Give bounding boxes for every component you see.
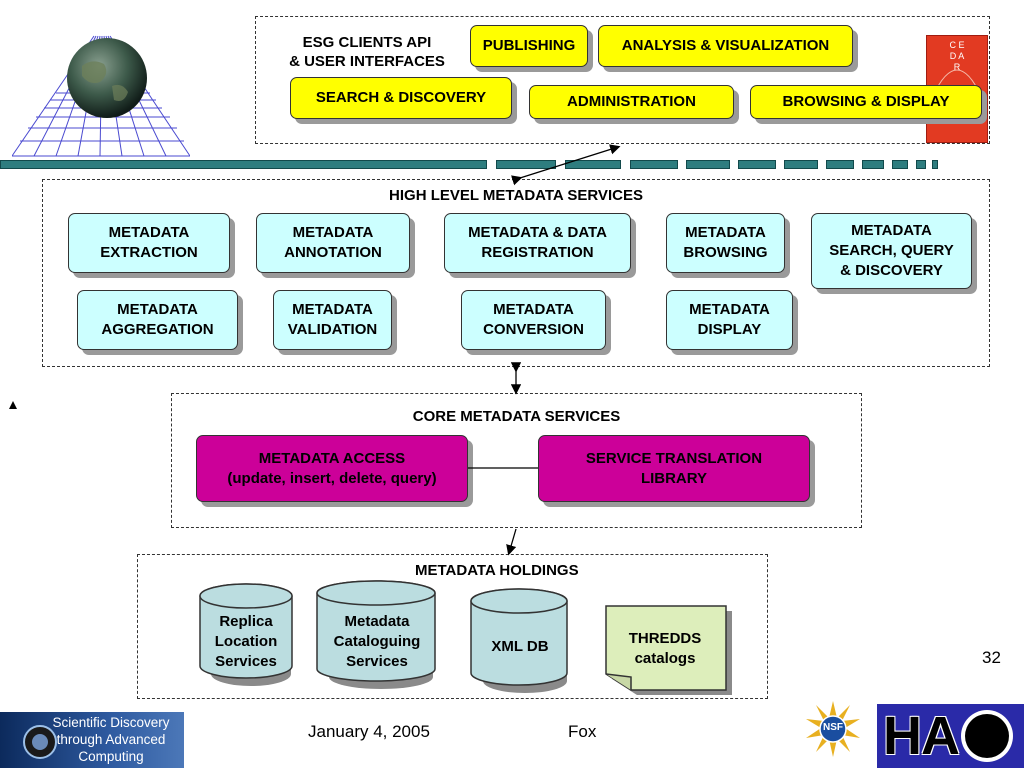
metadata-conversion-box[interactable]: METADATA CONVERSION xyxy=(461,290,606,350)
box-line: METADATA xyxy=(689,301,770,318)
band-segment xyxy=(862,160,884,169)
band-segment xyxy=(686,160,730,169)
footer-author: Fox xyxy=(568,722,597,741)
metadata-search-query-discovery-box[interactable]: METADATA SEARCH, QUERY & DISCOVERY xyxy=(811,213,972,289)
box-line: METADATA xyxy=(292,301,373,318)
box-line: METADATA xyxy=(493,301,574,318)
clients-region xyxy=(255,16,990,144)
metadata-cataloguing-services-db[interactable]: Metadata Cataloguing Services xyxy=(314,579,440,691)
cylinder-label: XML DB xyxy=(491,638,549,655)
box-line: DISPLAY xyxy=(697,321,762,338)
box-line: METADATA xyxy=(108,224,190,241)
core-title: CORE METADATA SERVICES xyxy=(412,408,621,425)
footer-date: January 4, 2005 xyxy=(308,722,430,741)
band-segment xyxy=(932,160,938,169)
document-label: THREDDS catalogs xyxy=(605,629,725,669)
replica-location-services-db[interactable]: Replica Location Services xyxy=(196,582,296,688)
box-line: REGISTRATION xyxy=(481,244,594,261)
box-line: METADATA xyxy=(685,224,766,241)
holdings-region xyxy=(137,554,768,699)
box-line: BROWSING xyxy=(683,244,768,261)
cylinder-line: Cataloguing xyxy=(333,633,421,650)
band-segment xyxy=(892,160,908,169)
clients-label-line1: ESG CLIENTS API xyxy=(302,34,432,51)
band-segment xyxy=(0,160,487,169)
scidac-line: Computing xyxy=(78,749,144,764)
scidac-logo: Scientific Discovery through Advanced Co… xyxy=(0,712,184,768)
band-segment xyxy=(826,160,854,169)
metadata-data-registration-box[interactable]: METADATA & DATA REGISTRATION xyxy=(444,213,631,273)
search-discovery-box[interactable]: SEARCH & DISCOVERY xyxy=(290,77,512,119)
box-line: METADATA xyxy=(292,224,374,241)
analysis-visualization-box[interactable]: ANALYSIS & VISUALIZATION xyxy=(598,25,853,67)
cylinder-line: Services xyxy=(215,653,277,670)
nsf-logo: NSF xyxy=(804,700,862,758)
band-segment xyxy=(630,160,678,169)
box-line: ANNOTATION xyxy=(284,244,382,261)
box-line: & DISCOVERY xyxy=(840,262,943,279)
box-line: CONVERSION xyxy=(483,321,584,338)
publishing-box[interactable]: PUBLISHING xyxy=(470,25,588,67)
box-line: (update, insert, delete, query) xyxy=(227,469,437,487)
cylinder-line: Replica xyxy=(219,613,273,630)
cylinder-line: Metadata xyxy=(344,613,410,630)
box-line: EXTRACTION xyxy=(100,244,198,261)
box-line: METADATA xyxy=(117,301,198,318)
scidac-line: through Advanced xyxy=(56,732,166,747)
browsing-display-box[interactable]: BROWSING & DISPLAY xyxy=(750,85,982,119)
globe-grid-logo xyxy=(11,26,191,158)
band-segment xyxy=(916,160,926,169)
clients-label: ESG CLIENTS API & USER INTERFACES xyxy=(272,33,462,71)
metadata-extraction-box[interactable]: METADATA EXTRACTION xyxy=(68,213,230,273)
thredds-catalogs-document[interactable]: THREDDS catalogs xyxy=(605,605,733,697)
metadata-display-box[interactable]: METADATA DISPLAY xyxy=(666,290,793,350)
metadata-access-box[interactable]: METADATA ACCESS (update, insert, delete,… xyxy=(196,435,468,502)
box-line: METADATA ACCESS xyxy=(258,449,406,467)
box-line: LIBRARY xyxy=(640,469,708,487)
band-segment xyxy=(496,160,556,169)
cylinder-line: Services xyxy=(346,653,408,670)
box-line: METADATA & DATA xyxy=(468,224,607,241)
document-line: catalogs xyxy=(634,650,696,667)
document-line: THREDDS xyxy=(628,630,702,647)
service-translation-library-box[interactable]: SERVICE TRANSLATION LIBRARY xyxy=(538,435,810,502)
box-line: SEARCH, QUERY xyxy=(829,242,954,259)
arrow-core-to-holdings xyxy=(506,528,517,556)
box-line: SERVICE TRANSLATION xyxy=(585,449,763,467)
metadata-aggregation-box[interactable]: METADATA AGGREGATION xyxy=(77,290,238,350)
band-segment xyxy=(738,160,776,169)
hao-logo: HA xyxy=(877,704,1024,768)
cylinder-line: Location xyxy=(214,633,278,650)
holdings-title: METADATA HOLDINGS xyxy=(415,562,579,579)
cylinder-label: Replica Location Services xyxy=(196,612,296,672)
box-line: METADATA xyxy=(851,222,932,239)
band-segment xyxy=(565,160,621,169)
cedar-logo-text: C E D A R xyxy=(949,40,965,72)
box-line: AGGREGATION xyxy=(101,321,214,338)
band-segment xyxy=(784,160,818,169)
small-triangle-marker xyxy=(9,401,17,409)
scidac-line: Scientific Discovery xyxy=(52,715,170,730)
cylinder-label: Metadata Cataloguing Services xyxy=(314,612,440,672)
administration-box[interactable]: ADMINISTRATION xyxy=(529,85,734,119)
nsf-text: NSF xyxy=(823,722,843,733)
box-line: VALIDATION xyxy=(287,321,378,338)
scidac-text: Scientific Discovery through Advanced Co… xyxy=(40,714,182,765)
metadata-validation-box[interactable]: METADATA VALIDATION xyxy=(273,290,392,350)
clients-label-line2: & USER INTERFACES xyxy=(289,53,445,70)
page-number: 32 xyxy=(982,648,1001,667)
xml-db[interactable]: XML DB xyxy=(468,587,572,695)
high-level-title: HIGH LEVEL METADATA SERVICES xyxy=(389,187,643,204)
metadata-browsing-box[interactable]: METADATA BROWSING xyxy=(666,213,785,273)
hao-text: HA xyxy=(883,706,960,766)
metadata-annotation-box[interactable]: METADATA ANNOTATION xyxy=(256,213,410,273)
